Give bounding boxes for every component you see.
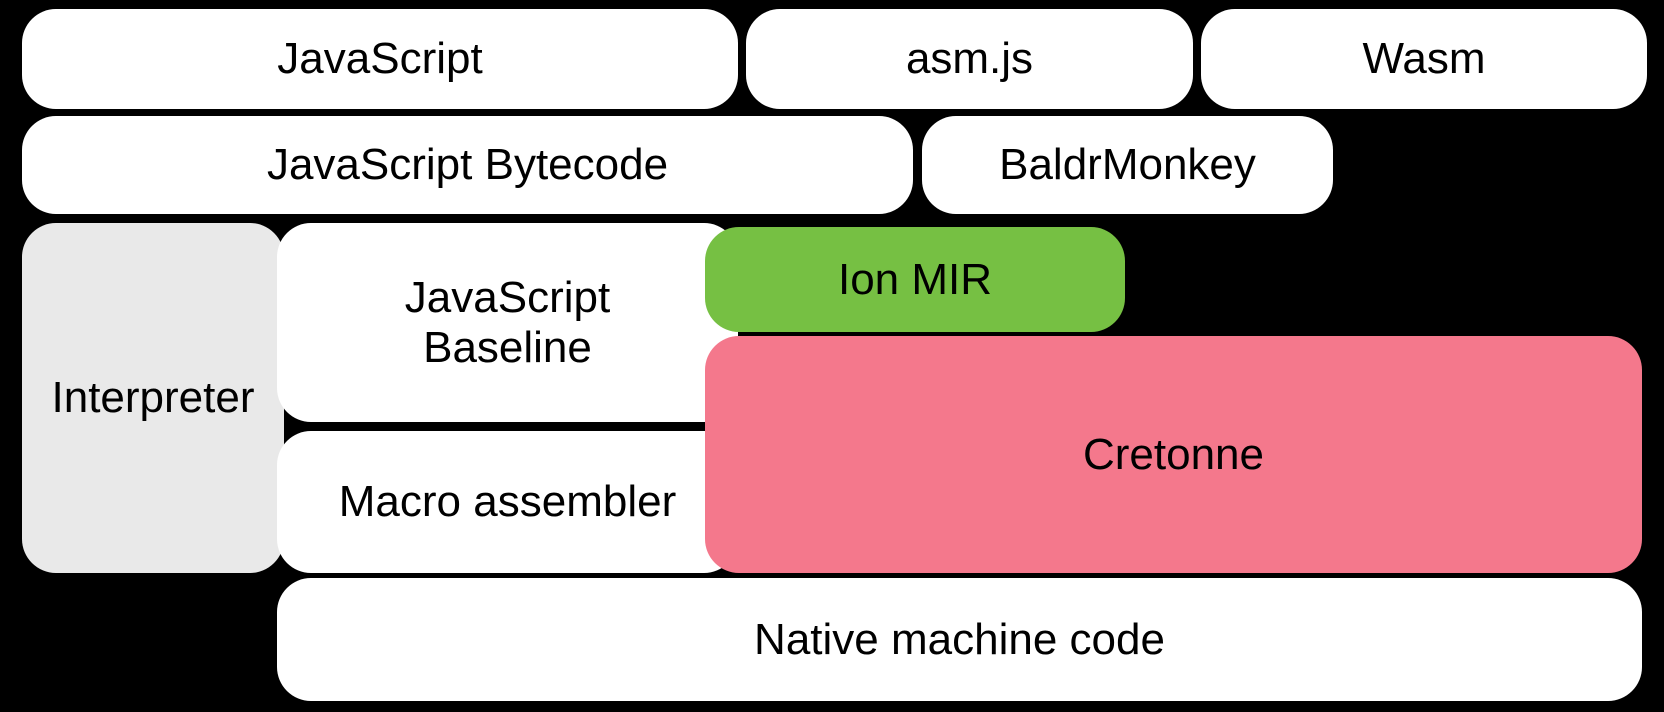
node-js-bytecode: JavaScript Bytecode: [22, 116, 913, 214]
node-ion-mir: Ion MIR: [705, 227, 1125, 332]
node-cretonne: Cretonne: [705, 336, 1642, 573]
node-asmjs: asm.js: [746, 9, 1193, 109]
node-js-baseline: JavaScript Baseline: [277, 223, 738, 422]
node-javascript: JavaScript: [22, 9, 738, 109]
node-wasm: Wasm: [1201, 9, 1647, 109]
node-native-machine-code: Native machine code: [277, 578, 1642, 701]
node-interpreter: Interpreter: [22, 223, 284, 573]
node-macro-assembler: Macro assembler: [277, 431, 738, 573]
node-baldrmonkey: BaldrMonkey: [922, 116, 1333, 214]
